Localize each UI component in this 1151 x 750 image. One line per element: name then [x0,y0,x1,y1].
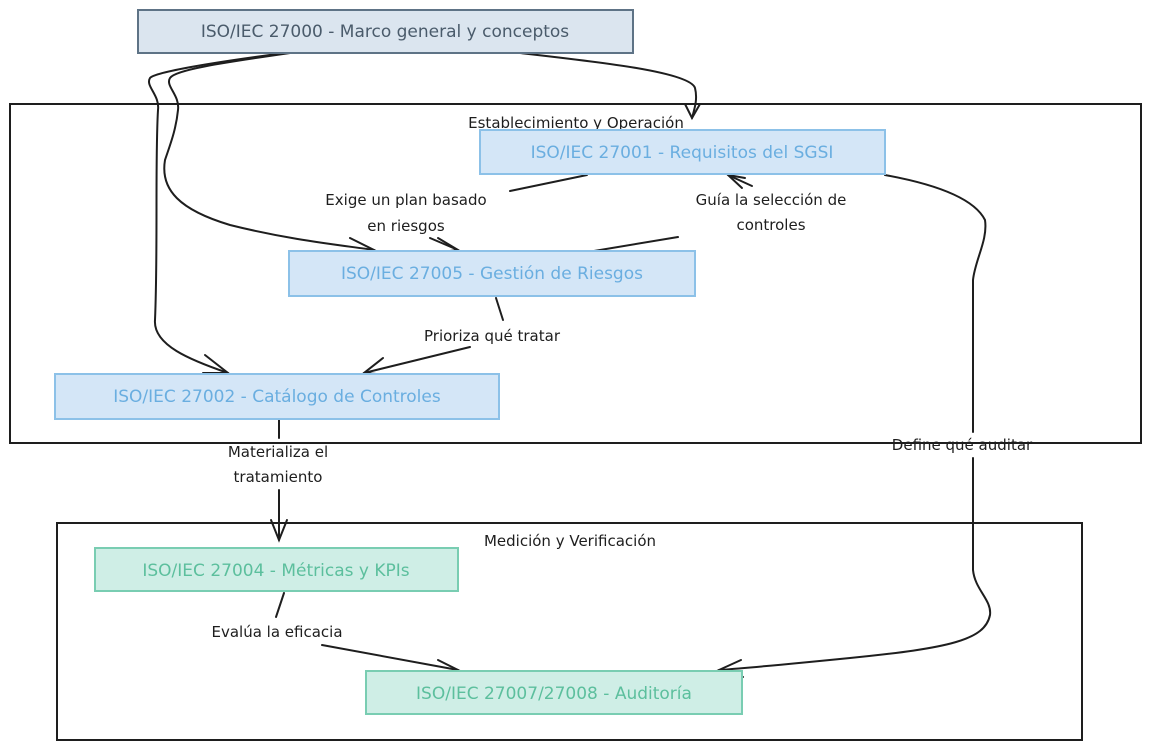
edge-27000-to-27001[interactable] [519,52,698,119]
edge-27005-to-27002-tail[interactable] [363,346,471,374]
group-border-ops [9,103,1142,444]
group-border-measure [56,522,1083,741]
arrowhead-27000-to-27002 [202,354,231,374]
edge-27001-to-27007[interactable] [884,174,987,433]
edge-27001-to-27005[interactable] [509,174,588,192]
arrowhead-27001-to-27005 [437,237,461,253]
node-label-27007: ISO/IEC 27007/27008 - Auditoría [416,684,692,704]
edge-27000-to-27005[interactable] [163,52,375,251]
group-establecimiento-operacion [9,103,1142,444]
arrowhead-27005-to-27002 [361,357,389,376]
node-27002[interactable]: ISO/IEC 27002 - Catálogo de Controles [54,373,500,420]
arrowhead-27000-to-27001 [684,103,701,121]
edge-27000-to-27002[interactable] [147,52,286,374]
edge-label-exige-line1: Exige un plan basado [325,191,486,209]
node-label-27004: ISO/IEC 27004 - Métricas y KPIs [142,561,409,581]
edge-label-prioriza: Prioriza qué tratar [424,327,561,345]
edge-label-evalua: Evalúa la eficacia [211,623,342,641]
edge-27005-to-27001[interactable] [593,236,679,252]
group-label-ops: Establecimiento y Operación [468,114,684,132]
node-box-27005[interactable] [288,250,696,297]
edge-label-evalua-line1: Evalúa la eficacia [211,623,342,641]
edge-label-guia-line1: Guía la selección de [696,191,847,209]
node-box-27002[interactable] [54,373,500,420]
node-27007[interactable]: ISO/IEC 27007/27008 - Auditoría [365,670,743,715]
node-label-27002: ISO/IEC 27002 - Catálogo de Controles [113,387,441,407]
arrowhead-27002-to-27004 [270,519,288,543]
edge-27004-to-27007-tail[interactable] [321,644,459,671]
edge-27005-to-27002[interactable] [495,297,504,321]
edge-label-materializa-line2: tratamiento [234,468,323,486]
edge-27004-to-27007[interactable] [275,592,285,618]
node-box-27007[interactable] [365,670,743,715]
edge-27005-to-27001-tail[interactable] [727,174,753,187]
group-medicion-verificacion [56,522,1083,741]
node-27000[interactable]: ISO/IEC 27000 - Marco general y concepto… [137,9,634,54]
edge-label-define-line1: Define qué auditar [892,436,1033,454]
edge-label-materializa: Materializa el tratamiento [228,443,328,486]
node-box-27001[interactable] [479,129,886,175]
node-27005[interactable]: ISO/IEC 27005 - Gestión de Riesgos [288,250,696,297]
edge-label-materializa-line1: Materializa el [228,443,328,461]
edge-label-exige: Exige un plan basado en riesgos [325,191,486,235]
node-27004[interactable]: ISO/IEC 27004 - Métricas y KPIs [94,547,459,592]
group-label-measure: Medición y Verificación [484,532,656,550]
node-box-27004[interactable] [94,547,459,592]
node-label-27005: ISO/IEC 27005 - Gestión de Riesgos [341,264,643,284]
node-27001[interactable]: ISO/IEC 27001 - Requisitos del SGSI [479,129,886,175]
edge-label-prioriza-line1: Prioriza qué tratar [424,327,561,345]
node-label-27001: ISO/IEC 27001 - Requisitos del SGSI [531,143,834,163]
edge-27001-to-27007-tail[interactable] [718,457,992,671]
edge-label-guia: Guía la selección de controles [696,191,847,234]
edge-label-guia-line2: controles [736,216,805,234]
node-label-27000: ISO/IEC 27000 - Marco general y concepto… [201,22,569,42]
edge-label-exige-line2: en riesgos [367,217,445,235]
edge-label-define: Define qué auditar [892,436,1033,454]
node-box-27000[interactable] [137,9,634,54]
